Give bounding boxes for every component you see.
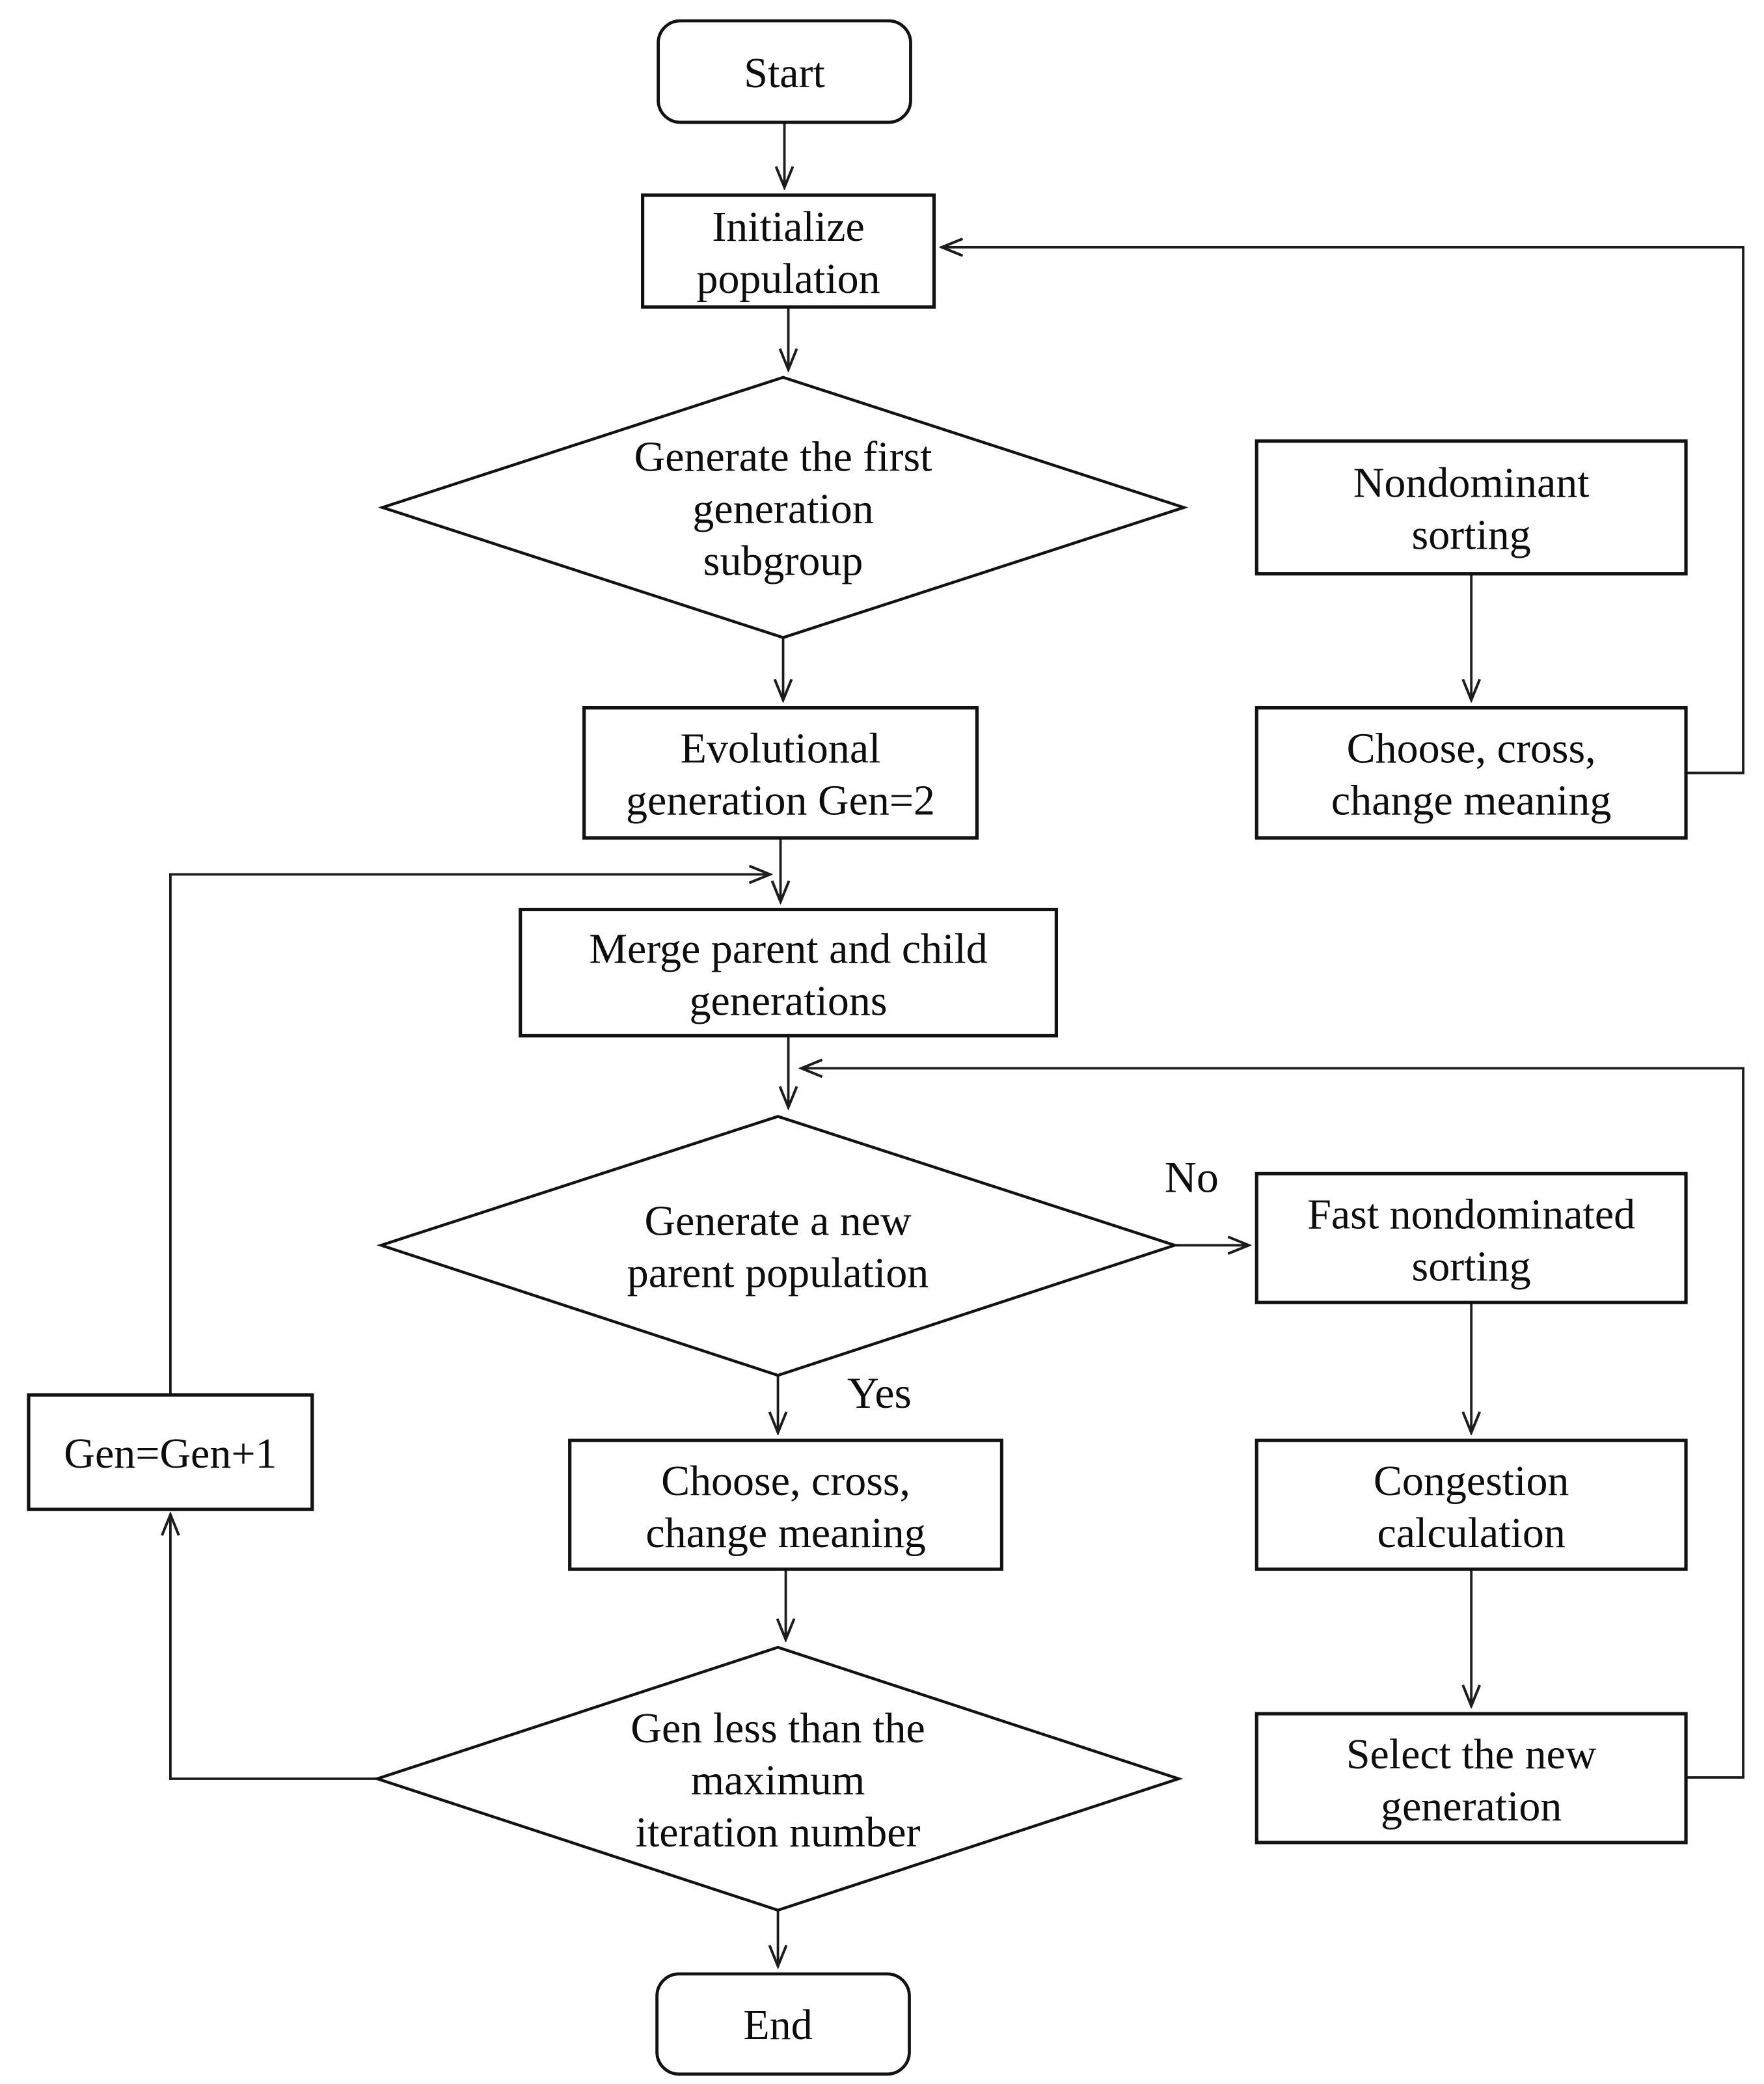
node-first-gen-label-line3: subgroup xyxy=(703,538,863,585)
node-select-new-generation: Select the new generation xyxy=(1255,1712,1688,1844)
node-gen-inc-label: Gen=Gen+1 xyxy=(64,1430,277,1477)
node-choose-mid-shape xyxy=(568,1438,1004,1571)
node-first-gen-shape xyxy=(377,376,1189,639)
node-congestion-label-line2: calculation xyxy=(1377,1509,1565,1557)
node-end: End xyxy=(655,1972,911,2076)
node-initialize-population: Initialize population xyxy=(641,193,936,309)
node-merge-label-line2: generations xyxy=(690,977,888,1024)
edge-choose-top-feedback-to-initialize xyxy=(942,247,1744,775)
node-congestion-shape xyxy=(1255,1438,1688,1571)
node-merge-parent-child: Merge parent and child generations xyxy=(519,907,1058,1038)
node-nondominant-label-line1: Nondominant xyxy=(1353,459,1590,507)
node-start: Start xyxy=(657,19,912,124)
node-merge-label-line1: Merge parent and child xyxy=(589,925,987,972)
node-initialize-shape xyxy=(641,193,936,309)
node-generate-new-parent-population: Generate a new parent population xyxy=(376,1115,1180,1377)
node-end-shape xyxy=(655,1972,911,2076)
no-label: No xyxy=(1165,1152,1219,1201)
node-fast-sort-shape xyxy=(1255,1172,1688,1304)
node-new-parent-shape xyxy=(376,1115,1180,1377)
node-choose-top-label-line2: change meaning xyxy=(1331,777,1611,825)
node-choose-cross-change-meaning-mid: Choose, cross, change meaning xyxy=(568,1438,1004,1571)
node-choose-cross-change-meaning-top: Choose, cross, change meaning xyxy=(1255,706,1688,840)
node-start-label: Start xyxy=(744,49,825,97)
node-iter-check-label-line2: maximum xyxy=(691,1757,865,1804)
node-fast-sort-label-line1: Fast nondominated xyxy=(1307,1190,1635,1238)
node-merge-shape xyxy=(519,907,1058,1038)
node-choose-mid-label-line2: change meaning xyxy=(645,1509,925,1557)
node-iteration-check: Gen less than the maximum iteration numb… xyxy=(372,1645,1184,1912)
edges-layer xyxy=(169,122,1744,1966)
node-end-label: End xyxy=(743,2001,812,2049)
node-evolutional-generation: Evolutional generation Gen=2 xyxy=(582,706,979,840)
node-select-new-shape xyxy=(1255,1712,1688,1844)
node-choose-top-label-line1: Choose, cross, xyxy=(1347,725,1596,773)
node-iter-check-shape xyxy=(372,1645,1184,1912)
node-choose-mid-label-line1: Choose, cross, xyxy=(661,1457,910,1505)
node-evolutional-label-line1: Evolutional xyxy=(681,725,881,773)
node-generate-first-generation-subgroup: Generate the first generation subgroup xyxy=(377,376,1189,639)
node-nondominant-shape xyxy=(1255,439,1688,576)
node-congestion-label-line1: Congestion xyxy=(1374,1457,1569,1505)
node-new-parent-label-line1: Generate a new xyxy=(644,1197,912,1244)
node-congestion-calculation: Congestion calculation xyxy=(1255,1438,1688,1571)
edge-select-new-feedback-to-new-parent-junction xyxy=(802,1068,1744,1779)
node-nondominant-label-line2: sorting xyxy=(1412,512,1531,559)
node-iter-check-label-line1: Gen less than the xyxy=(631,1705,925,1752)
node-select-new-label-line1: Select the new xyxy=(1346,1731,1597,1778)
node-first-gen-label-line1: Generate the first xyxy=(634,433,932,481)
node-initialize-label-line2: population xyxy=(696,255,880,303)
edge-gen-inc-loop-to-merge-junction xyxy=(169,875,770,1395)
node-first-gen-label-line2: generation xyxy=(692,486,873,533)
node-evolutional-shape xyxy=(582,706,979,840)
node-choose-top-shape xyxy=(1255,706,1688,840)
node-nondominant-sorting: Nondominant sorting xyxy=(1255,439,1688,576)
node-gen-inc-shape xyxy=(27,1393,314,1511)
node-evolutional-label-line2: generation Gen=2 xyxy=(626,777,935,825)
node-new-parent-label-line2: parent population xyxy=(627,1249,929,1296)
node-start-shape xyxy=(657,19,912,124)
node-select-new-label-line2: generation xyxy=(1381,1783,1562,1830)
node-gen-increment: Gen=Gen+1 xyxy=(27,1393,314,1511)
yes-label: Yes xyxy=(847,1368,912,1418)
node-initialize-label-line1: Initialize xyxy=(712,203,864,251)
node-iter-check-label-line3: iteration number xyxy=(636,1809,921,1856)
edge-iter-check-to-gen-inc xyxy=(170,1515,377,1780)
node-fast-sort-label-line2: sorting xyxy=(1412,1242,1531,1290)
node-fast-nondominated-sorting: Fast nondominated sorting xyxy=(1255,1172,1688,1304)
